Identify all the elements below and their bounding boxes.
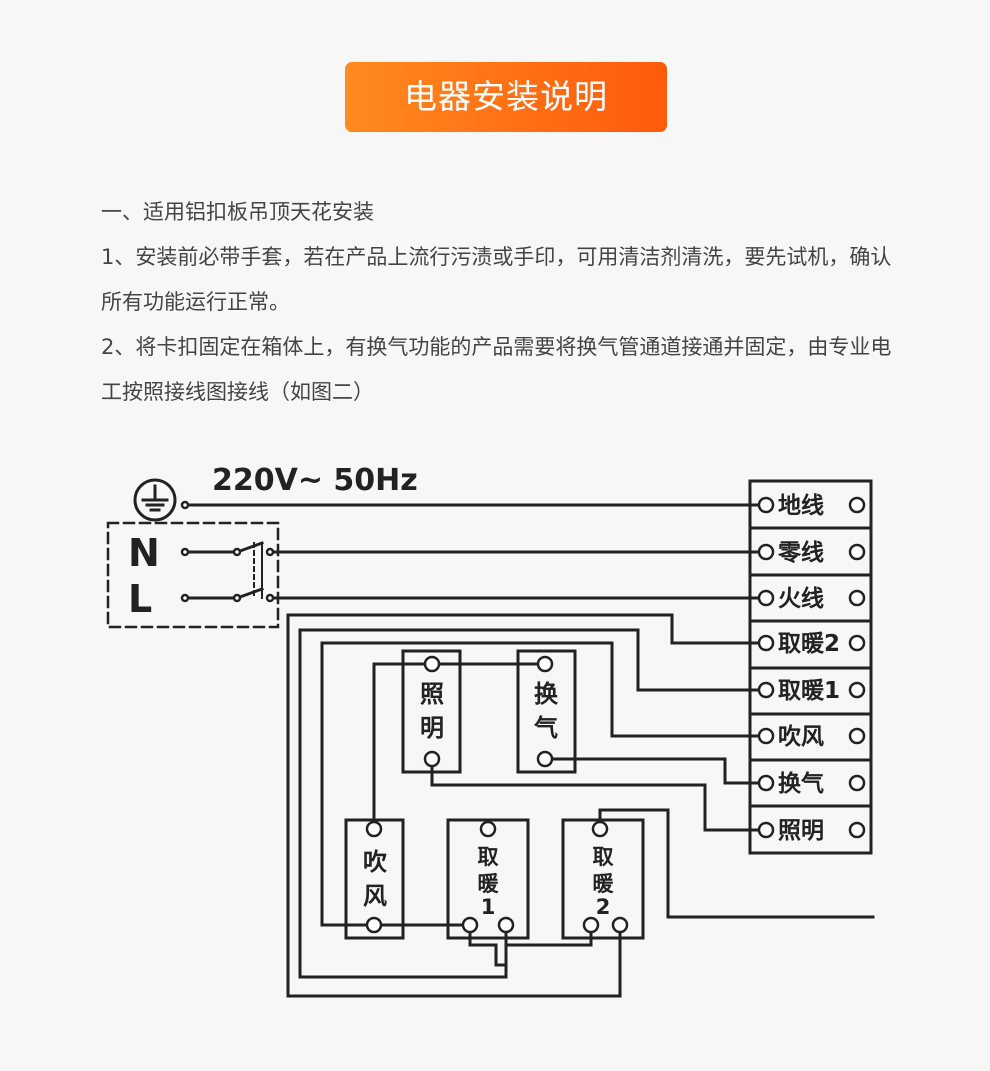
- instructions-heading: 一、适用铝扣板吊顶天花安装: [101, 200, 374, 224]
- switch-heat-2: [561, 818, 645, 940]
- page-title: 电器安装说明: [404, 77, 608, 116]
- terminal-block: [748, 479, 873, 855]
- terminal-label-ground: 地线: [778, 492, 824, 519]
- double-pole-switch: [238, 541, 264, 599]
- terminal-label-neutral: 零线: [777, 539, 824, 566]
- switch-heat-2-label-1: 取: [593, 845, 614, 869]
- wiring-diagram: 220V~ 50Hz N L 地线 零线 火线 取暖2 取暖1 吹风 换气 照明…: [106, 463, 875, 998]
- neutral-label: N: [128, 531, 160, 575]
- terminal-label-heat-2: 取暖2: [778, 631, 840, 657]
- switch-heat-1-label-3: 1: [481, 895, 496, 919]
- switch-heat-2-label-2: 暖: [593, 872, 615, 896]
- instructions-step-1: 1、安装前必带手套，若在产品上流行污渍或手印，可用清洁剂清洗，要先试机，确认所有…: [101, 245, 892, 314]
- terminal-label-heat-1: 取暖1: [778, 678, 840, 704]
- terminal-label-ventilation: 换气: [778, 770, 824, 797]
- switch-ventilation-label-1: 换: [534, 680, 559, 708]
- switch-fan-label-2: 风: [363, 882, 387, 910]
- switch-lighting-label-2: 明: [420, 714, 444, 742]
- voltage-label: 220V~ 50Hz: [212, 463, 418, 498]
- switch-ventilation-label-2: 气: [533, 714, 558, 742]
- power-input-box: [106, 521, 280, 629]
- switch-heat-1: [446, 818, 530, 940]
- switch-fan-label-1: 吹: [363, 848, 387, 876]
- switch-heat-1-label-1: 取: [478, 845, 499, 869]
- terminal-label-live: 火线: [778, 585, 824, 612]
- switch-ventilation: [516, 649, 577, 774]
- page-title-badge: 电器安装说明: [345, 62, 667, 132]
- switch-lighting-label-1: 照: [420, 680, 444, 708]
- terminal-label-fan: 吹风: [778, 724, 824, 750]
- live-label: L: [128, 577, 152, 621]
- terminal-label-lighting: 照明: [778, 818, 824, 844]
- ground-icon: [133, 478, 177, 522]
- switch-heat-2-label-3: 2: [596, 895, 611, 919]
- instructions: 一、适用铝扣板吊顶天花安装 1、安装前必带手套，若在产品上流行污渍或手印，可用清…: [101, 190, 901, 415]
- instructions-step-2: 2、将卡扣固定在箱体上，有换气功能的产品需要将换气管通道接通并固定，由专业电工按…: [101, 335, 892, 404]
- switch-heat-1-label-2: 暖: [478, 872, 500, 896]
